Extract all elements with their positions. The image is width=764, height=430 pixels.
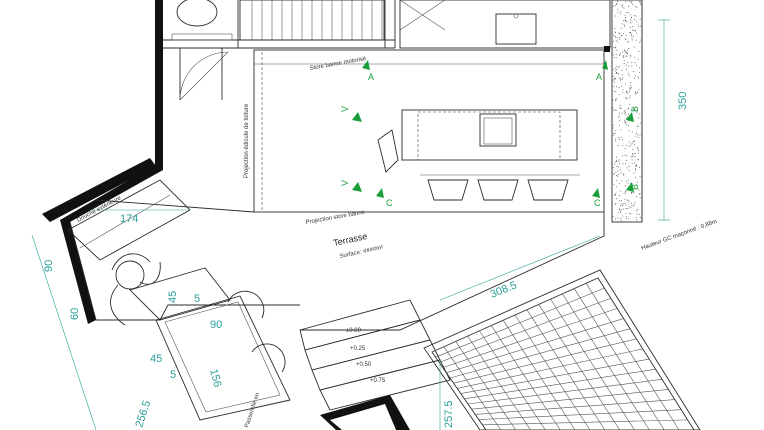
staircase <box>239 0 385 41</box>
level-25: +0.25 <box>350 346 366 352</box>
dim-5-b: 5 <box>170 369 176 381</box>
dim-308: 308.5 <box>489 279 519 300</box>
section-mark-c-left: C <box>386 198 393 208</box>
kitchen-island <box>377 109 580 201</box>
section-markers: A A C C V V B B <box>340 60 640 208</box>
dim-174: 174 <box>120 213 138 225</box>
kitchen-top <box>399 0 611 52</box>
level-75: +0.75 <box>370 378 386 384</box>
label-hauteur-gc: Hauteur GC maçonné : 0,88m <box>641 219 718 252</box>
dimension-lines <box>31 19 670 430</box>
label-passerelle: Passerelle en <box>244 392 261 428</box>
upper-rooms <box>155 0 396 49</box>
wc-bowl <box>176 0 218 27</box>
section-mark-b-bottom: B <box>630 184 640 190</box>
door-swing <box>179 48 229 101</box>
stool <box>527 179 569 201</box>
dim-156: 156 <box>207 368 223 389</box>
outdoor-table <box>129 267 291 421</box>
dim-45-a: 45 <box>167 291 179 303</box>
terrace-zone <box>69 49 605 331</box>
dim-5-a: 5 <box>194 293 200 305</box>
stool <box>477 179 519 201</box>
section-mark-a-right: A <box>596 72 602 82</box>
chair <box>227 290 265 319</box>
dim-45-b: 45 <box>150 353 162 365</box>
dim-60: 60 <box>69 308 81 320</box>
plant <box>110 253 161 326</box>
dim-257: 257.5 <box>443 400 455 428</box>
right-wall-hatch <box>611 0 643 223</box>
section-mark-a-left: A <box>368 72 374 82</box>
dim-90-left: 90 <box>43 260 55 272</box>
dim-256: 256.5 <box>133 399 153 429</box>
level-50: +0.50 <box>356 362 372 368</box>
chair <box>377 129 399 173</box>
level-annotations: ±0.00 +0.25 +0.50 +0.75 <box>346 328 386 384</box>
pool <box>320 395 410 430</box>
dim-90-table: 90 <box>210 319 222 331</box>
tiled-pergola <box>423 269 701 430</box>
section-mark-v-bottom: V <box>340 180 350 186</box>
section-mark-c-right: C <box>594 198 601 208</box>
section-mark-b-top: B <box>630 106 640 112</box>
exterior-wall <box>42 0 163 324</box>
stool <box>427 179 469 201</box>
steps <box>299 299 451 411</box>
label-projection-edicule: Projection édicule de toiture <box>244 103 250 178</box>
dim-350: 350 <box>677 92 689 110</box>
section-mark-v-top: V <box>340 106 350 112</box>
label-terrasse: Terrasse <box>332 231 368 248</box>
cooktop <box>479 113 517 147</box>
sink <box>495 13 537 45</box>
label-surface: Surface: ####m² <box>339 245 384 260</box>
chair <box>251 343 286 373</box>
level-0: ±0.00 <box>346 328 362 334</box>
